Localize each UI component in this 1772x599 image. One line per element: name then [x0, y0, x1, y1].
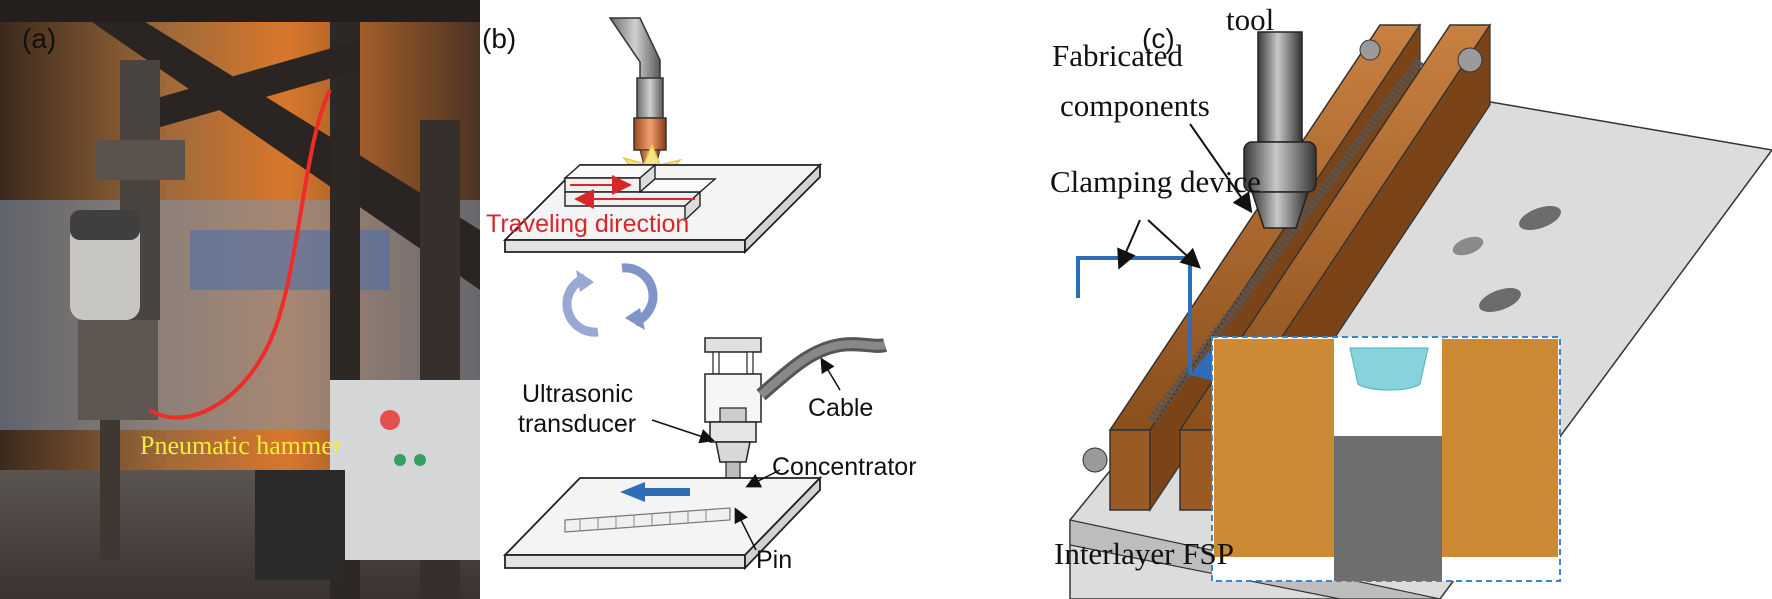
- clamping-device-label: Clamping device: [1050, 164, 1261, 199]
- pin-label: Pin: [756, 546, 792, 574]
- components-label: components: [1060, 88, 1210, 123]
- control-box: [330, 380, 480, 560]
- traveling-direction-label: Traveling direction: [486, 210, 689, 238]
- panel-c-svg: (c) tool Fabricated components Clamping …: [1040, 0, 1772, 599]
- pneumatic-hammer-caption: Pneumatic hammer: [140, 431, 342, 460]
- panel-a-svg: (a) Pneumatic hammer: [0, 0, 480, 599]
- panel-b-label: (b): [482, 23, 516, 54]
- ultrasonic-transducer-icon: [704, 337, 762, 507]
- panel-c-label: (c): [1142, 23, 1175, 54]
- interlayer-fsp-label: Interlayer FSP: [1054, 536, 1234, 571]
- welding-torch-icon: [608, 17, 667, 167]
- cable-label: Cable: [808, 394, 873, 422]
- fabricated-label: Fabricated: [1052, 38, 1183, 73]
- ultrasonic-label: Ultrasonic: [522, 380, 633, 408]
- panel-b-svg: (b) Traveling direction: [482, 17, 917, 574]
- panel-c-fixture: (c) tool Fabricated components Clamping …: [1040, 0, 1772, 599]
- concentrator-label: Concentrator: [772, 453, 917, 481]
- red-hose: [148, 89, 332, 420]
- blue-direction-arrow: [620, 482, 645, 502]
- tool-label: tool: [1226, 2, 1274, 37]
- transducer-label: transducer: [518, 410, 636, 438]
- cycle-arrows-icon: [562, 263, 658, 337]
- diagonal-beam: [60, 0, 480, 290]
- panel-a-label: (a): [22, 23, 56, 54]
- fsp-tool-icon: [1243, 31, 1317, 229]
- lower-substrate-plate: [502, 475, 823, 571]
- cross-section-inset: [1211, 336, 1561, 582]
- panel-b-schematic: (b) Traveling direction: [480, 0, 1040, 599]
- panel-a-photo: (a) Pneumatic hammer: [0, 0, 480, 599]
- upper-substrate-plate: [502, 162, 823, 255]
